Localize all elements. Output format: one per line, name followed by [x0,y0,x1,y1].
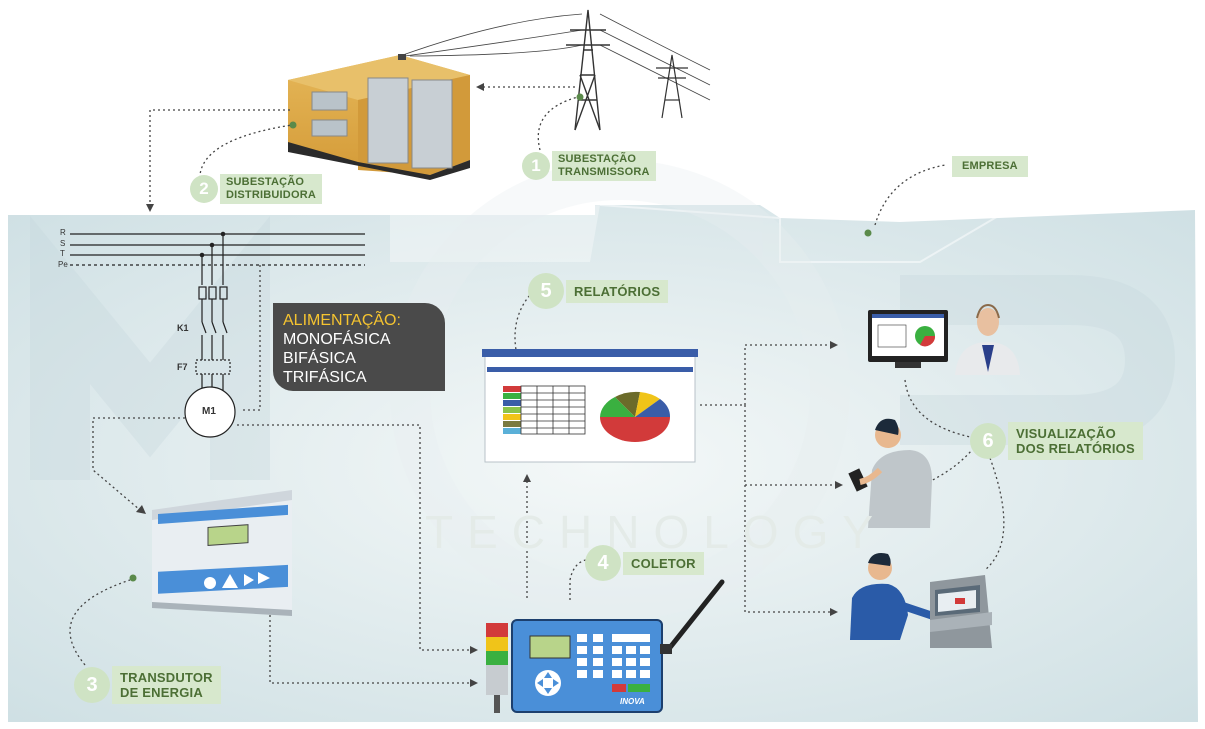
alimentacao-line-3: TRIFÁSICA [283,369,367,386]
transmission-tower-small [656,54,688,119]
substation-building [288,54,470,180]
empresa-point [864,229,872,237]
kiosk-operator [850,553,992,648]
step-1-text: SUBESTAÇÃO TRANSMISSORA [552,151,656,181]
step-4-label: 4 COLETOR [585,545,704,581]
motor-label: M1 [202,406,216,417]
step-2-badge: 2 [190,175,218,203]
energy-transducer [152,490,292,616]
alimentacao-line-2: BIFÁSICA [283,350,356,367]
connector-arrowheads [136,83,843,687]
contactor-label: K1 [177,323,189,333]
step-2-line-2: DISTRIBUIDORA [226,189,316,201]
alimentacao-title: ALIMENTAÇÃO: [283,312,401,329]
collector-device [511,579,725,713]
step-6-badge: 6 [970,423,1006,459]
step-5-badge: 5 [528,273,564,309]
substation-point [289,121,297,129]
signal-tower [486,623,508,713]
phone-user [848,418,932,528]
step-3-line-2: DE ENERGIA [120,685,203,700]
phase-pe-label: Pe [58,260,68,269]
manager-person [955,303,1020,375]
step-6-text: VISUALIZAÇÃO DOS RELATÓRIOS [1008,422,1143,460]
step-5-label: 5 RELATÓRIOS [528,273,669,309]
phase-t-label: T [60,249,65,258]
empresa-label: EMPRESA [950,156,1028,177]
step-1-line-1: SUBESTAÇÃO [558,153,637,165]
power-lines [399,13,711,101]
step-1-badge: 1 [522,152,550,180]
step-3-badge: 3 [74,667,110,703]
phase-s-label: S [60,239,66,248]
step-2-line-1: SUBESTAÇÃO [226,176,305,188]
alimentacao-box: ALIMENTAÇÃO: MONOFÁSICA BIFÁSICA TRIFÁSI… [273,303,445,391]
desktop-monitor [868,310,948,368]
watermark-text: TECHNOLOGY [425,506,888,558]
step-1-label: 1 SUBESTAÇÃO TRANSMISSORA [522,151,656,181]
step-6-line-1: VISUALIZAÇÃO [1016,426,1116,441]
step-4-badge: 4 [585,545,621,581]
relay-label: F7 [177,362,188,372]
collector-brand: INOVA [620,697,645,706]
report-window [482,349,698,463]
pie-chart [600,391,671,442]
step-2-label: 2 SUBESTAÇÃO DISTRIBUIDORA [190,174,322,204]
tower-point [576,93,584,101]
step-3-label: 3 TRANSDUTOR DE ENERGIA [74,666,221,704]
step-6-line-2: DOS RELATÓRIOS [1016,441,1135,456]
step-3-line-1: TRANSDUTOR [120,670,213,685]
step-4-text: COLETOR [623,551,704,575]
dotted-connectors [69,86,1005,684]
step-5-text: RELATÓRIOS [566,279,669,303]
electrical-circuit [70,233,365,438]
step-3-text: TRANSDUTOR DE ENERGIA [112,666,221,704]
empresa-text: EMPRESA [952,156,1028,177]
alimentacao-line-1: MONOFÁSICA [283,331,391,348]
step-6-label: 6 VISUALIZAÇÃO DOS RELATÓRIOS [970,422,1143,460]
transducer-point [129,574,137,582]
step-2-text: SUBESTAÇÃO DISTRIBUIDORA [220,174,322,204]
transmission-tower-large [566,9,610,131]
phase-r-label: R [60,228,66,237]
step-1-line-2: TRANSMISSORA [558,166,650,178]
